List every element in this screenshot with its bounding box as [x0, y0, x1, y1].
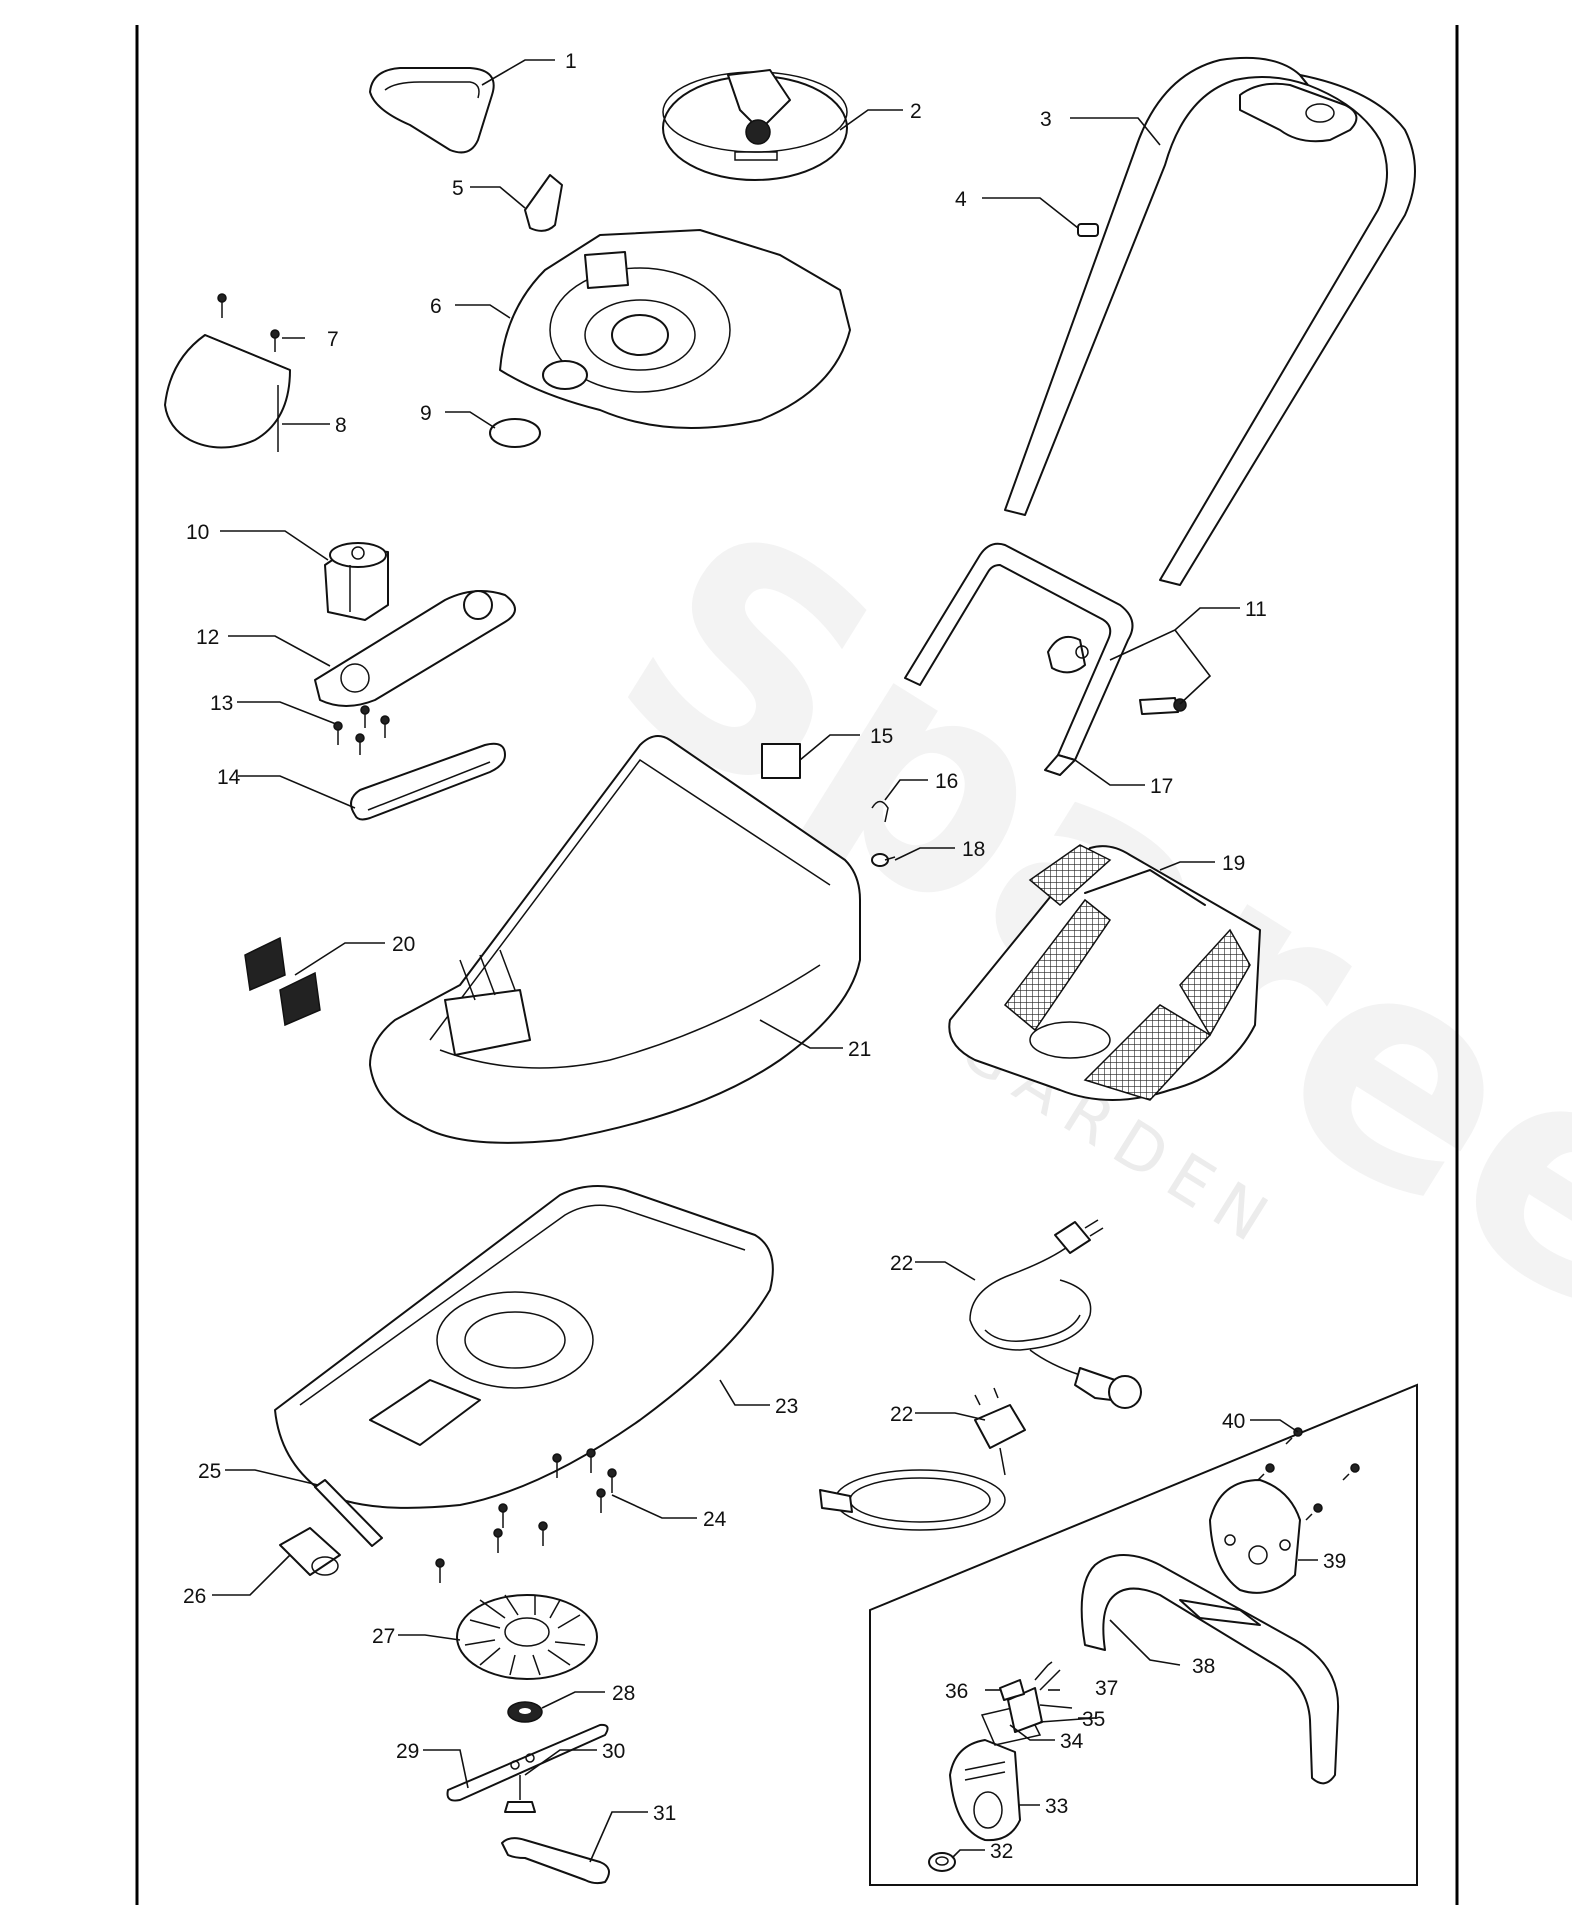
callout-9: 9 — [420, 402, 432, 425]
callout-32: 32 — [990, 1840, 1013, 1863]
part-12-motor-plate — [314, 590, 516, 707]
callout-7: 7 — [327, 328, 339, 351]
part-9-label — [489, 418, 541, 448]
callout-23: 23 — [775, 1395, 798, 1418]
part-6-motor-housing — [499, 229, 851, 429]
callout-35: 35 — [1082, 1708, 1105, 1731]
callout-37: 37 — [1095, 1677, 1118, 1700]
part-8-deflector-flap — [164, 334, 291, 452]
part-39-handle-housing — [1209, 1479, 1301, 1594]
callout-33: 33 — [1045, 1795, 1068, 1818]
part-14-belt — [350, 742, 506, 821]
part-29-blade — [446, 1723, 609, 1802]
callout-16: 16 — [935, 770, 958, 793]
callout-4: 4 — [955, 188, 967, 211]
callout-30: 30 — [602, 1740, 625, 1763]
callout-21: 21 — [848, 1038, 871, 1061]
callout-14: 14 — [217, 766, 241, 789]
part-32-knob — [928, 1852, 956, 1872]
callout-22b: 22 — [890, 1403, 913, 1426]
part-16-clip — [871, 800, 889, 823]
callout-39: 39 — [1323, 1550, 1346, 1573]
part-40-screws — [1257, 1427, 1360, 1521]
callout-3: 3 — [1040, 108, 1052, 131]
callout-8: 8 — [335, 414, 347, 437]
callout-27: 27 — [372, 1625, 395, 1648]
part-2-motor-cover — [662, 69, 848, 181]
inset-frame — [869, 1383, 1418, 1886]
part-5-switch-lever — [524, 174, 563, 232]
callout-2: 2 — [910, 100, 922, 123]
callout-12: 12 — [196, 626, 219, 649]
part-24-screws — [435, 1448, 617, 1583]
callout-6: 6 — [430, 295, 442, 318]
callout-34: 34 — [1060, 1730, 1084, 1753]
part-19-grass-box — [948, 844, 1261, 1101]
callout-38: 38 — [1192, 1655, 1215, 1678]
part-25-shaft — [314, 1479, 383, 1547]
callout-13: 13 — [210, 692, 233, 715]
callout-24: 24 — [703, 1508, 727, 1531]
callout-1: 1 — [565, 50, 577, 73]
part-7-screws — [217, 293, 280, 352]
part-33-switch-housing — [949, 1739, 1021, 1842]
part-30-bolt — [504, 1775, 536, 1813]
leader-lines — [212, 59, 1318, 1863]
callout-22a: 22 — [890, 1252, 913, 1275]
part-1-grip-cover — [369, 67, 495, 154]
part-10-motor — [324, 542, 389, 621]
callout-31: 31 — [653, 1802, 676, 1825]
callout-20: 20 — [392, 933, 415, 956]
callout-26: 26 — [183, 1585, 206, 1608]
part-22-cable-euro — [969, 1219, 1142, 1409]
part-38-upper-handle — [1080, 1554, 1340, 1785]
part-26-coupling — [279, 1527, 341, 1576]
callout-29: 29 — [396, 1740, 419, 1763]
part-23-deck-base — [274, 1185, 774, 1509]
part-3-main-handle — [1004, 56, 1416, 586]
part-21-deck-frame — [369, 735, 861, 1144]
callout-17: 17 — [1150, 775, 1173, 798]
part-13-screws — [333, 705, 390, 755]
callout-11: 11 — [1245, 598, 1267, 621]
part-18-pivot-pin — [871, 853, 896, 867]
callout-18: 18 — [962, 838, 985, 861]
callout-10: 10 — [186, 521, 209, 544]
part-15-label — [761, 743, 801, 779]
callout-40: 40 — [1222, 1410, 1245, 1433]
callout-36: 36 — [945, 1680, 968, 1703]
part-22-cable-uk — [819, 1387, 1026, 1531]
part-28-washer — [507, 1701, 543, 1723]
part-31-spanner — [501, 1837, 610, 1885]
callout-5: 5 — [452, 177, 464, 200]
part-17-lower-handle — [904, 542, 1134, 776]
part-37-wire — [1034, 1661, 1061, 1691]
callout-28: 28 — [612, 1682, 635, 1705]
part-36-contact — [999, 1679, 1025, 1701]
callout-25: 25 — [198, 1460, 221, 1483]
callout-labels: 1 2 3 4 5 6 7 8 9 10 11 12 13 14 15 16 1… — [183, 50, 1346, 1863]
callout-15: 15 — [870, 725, 893, 748]
part-4-pin — [1077, 223, 1099, 237]
part-20-pads — [244, 936, 321, 1027]
callout-19: 19 — [1222, 852, 1245, 875]
part-27-fan — [456, 1594, 598, 1680]
